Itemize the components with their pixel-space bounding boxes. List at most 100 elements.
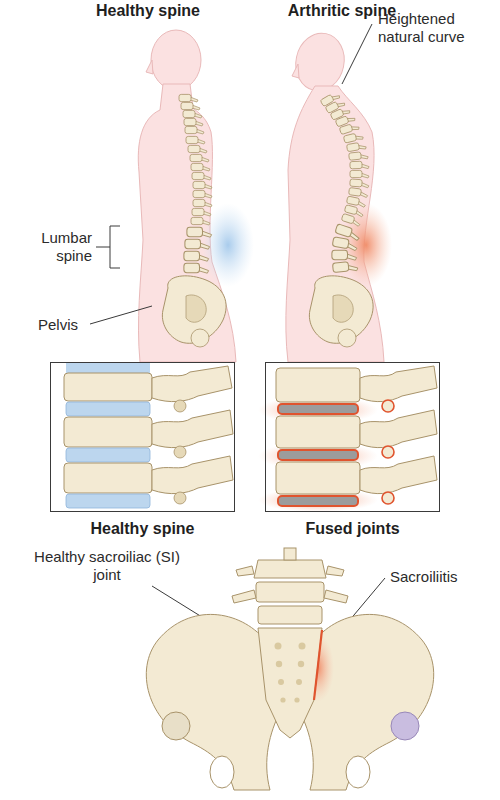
pelvis-illustration-part (278, 679, 284, 685)
arthritic-figure-part (350, 179, 369, 188)
figure-heading: Healthy spine (70, 2, 226, 20)
healthy-figure-part (192, 172, 211, 180)
leader-lines-part (96, 247, 110, 248)
pelvis-illustration-part (258, 628, 322, 738)
healthy-figure-part (179, 94, 198, 102)
healthy-inset (50, 362, 235, 512)
healthy-inset-part (174, 492, 186, 504)
fused-inset-part (278, 496, 358, 506)
healthy-figure-part (191, 163, 210, 171)
arthritic-figure-part (349, 187, 369, 197)
healthy-figure-part (185, 126, 204, 134)
arthritic-figure-part (349, 151, 369, 161)
pelvis-illustration-part (276, 661, 282, 667)
pelvis-illustration-part (391, 712, 419, 740)
pelvis-illustration-part (298, 661, 304, 667)
healthy-figure-part (184, 118, 203, 126)
fused-inset-part (265, 362, 440, 512)
arthritic-figure-part (332, 261, 358, 273)
inset-panel: Healthy spine (50, 362, 235, 512)
leader-lines-part (110, 226, 120, 268)
healthy-figure-part (188, 145, 207, 153)
healthy-figure-part (193, 190, 212, 198)
arthritic-figure-part (332, 237, 358, 251)
healthy-inset-part (152, 456, 233, 494)
fused-inset-part (382, 446, 394, 458)
healthy-inset-part (64, 463, 152, 493)
pelvis-illustration-part (232, 590, 348, 603)
pelvis-illustration-part (256, 582, 324, 602)
healthy-figure-part (181, 102, 200, 110)
pelvis-illustration-part (236, 566, 344, 576)
leader-lines-part (90, 306, 152, 324)
pelvis-illustration-part (210, 756, 234, 788)
pelvis-illustration-part (296, 679, 302, 685)
part-label: Healthy sacroiliac (SI) joint (22, 548, 192, 584)
fused-inset-part (276, 368, 360, 402)
healthy-figure-part (191, 329, 209, 347)
healthy-inset-part (66, 402, 150, 416)
fused-inset (258, 362, 440, 512)
arthritic-figure-part (292, 64, 299, 78)
healthy-figure-part (184, 263, 209, 273)
pelvis-illustration-part (346, 756, 370, 788)
fused-inset-part (360, 410, 437, 448)
healthy-inset-part (66, 494, 150, 508)
healthy-figure-part (190, 154, 209, 162)
healthy-figure-part (193, 199, 212, 207)
leader-lines-part (342, 24, 372, 84)
inset-panel: Fused joints (265, 362, 440, 512)
healthy-inset-part (66, 363, 150, 373)
healthy-inset-part (66, 448, 150, 462)
pelvis-illustration-part (275, 643, 282, 650)
healthy-inset-part (64, 417, 152, 447)
healthy-figure-part (186, 295, 206, 322)
healthy-figure-part (185, 239, 210, 249)
arthritic-figure-part (350, 170, 369, 178)
arthritic-figure-part (333, 295, 353, 322)
fused-inset-part (360, 456, 437, 494)
region-label: Lumbar spine (14, 229, 92, 265)
healthy-inset-part (152, 366, 232, 402)
fused-inset-part (360, 366, 437, 402)
panel-caption: Fused joints (266, 519, 439, 538)
healthy-inset-part (174, 400, 186, 412)
healthy-figure-part (151, 30, 201, 90)
healthy-figure-part (191, 217, 210, 225)
arthritic-figure-part (343, 132, 363, 144)
pelvis-illustration-part (299, 643, 306, 650)
healthy-figure (138, 30, 254, 362)
pelvis-illustration-part (284, 548, 296, 560)
fused-inset-part (276, 462, 360, 494)
healthy-inset-part (50, 362, 235, 512)
arthritic-figure-part (341, 213, 361, 226)
pelvis-illustration-part (162, 712, 190, 740)
pelvis-illustration-part (258, 606, 322, 624)
healthy-inset-part (174, 446, 186, 458)
healthy-figure-part (146, 60, 153, 74)
pelvis-illustration-part (254, 560, 326, 578)
fused-inset-part (278, 404, 358, 414)
healthy-figure-part (187, 227, 212, 237)
arthritic-figure (286, 29, 392, 362)
healthy-figure-part (183, 110, 202, 118)
healthy-figure-part (193, 181, 212, 189)
healthy-inset-part (152, 410, 233, 448)
pelvis-illustration-part (314, 630, 322, 700)
arthritic-figure-part (338, 329, 356, 347)
fused-inset-part (382, 492, 394, 504)
condition-label: Sacroiliitis (390, 568, 490, 586)
fused-inset-part (278, 450, 358, 460)
healthy-inset-part (64, 373, 152, 401)
arthritic-figure-part (332, 250, 357, 260)
fused-inset-part (382, 400, 394, 412)
panel-caption: Healthy spine (51, 519, 234, 538)
pelvis-illustration-part (280, 697, 285, 702)
pelvis-illustration-part (300, 614, 434, 790)
healthy-figure-part (184, 251, 209, 261)
arthritic-figure-part (335, 113, 355, 127)
arthritic-figure-part (290, 29, 349, 96)
arthritic-figure-part (339, 122, 359, 135)
